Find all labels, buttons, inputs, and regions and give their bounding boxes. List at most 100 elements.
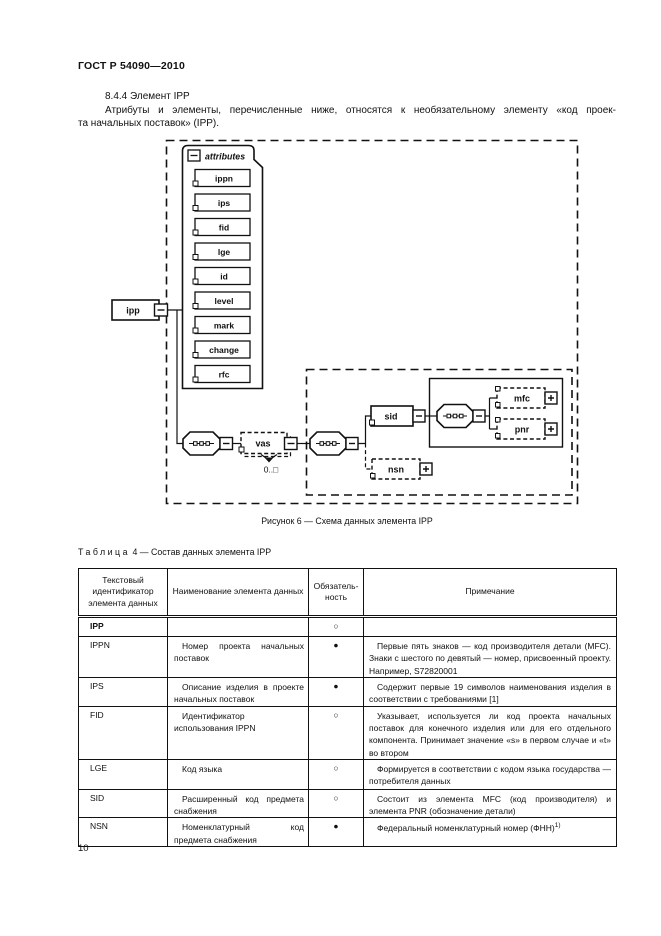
expand-plus-icon bbox=[419, 462, 433, 476]
attribute-box-id: id bbox=[192, 266, 251, 286]
attribute-box-fid: fid bbox=[192, 217, 251, 237]
col-header-name: Наименование элемента данных bbox=[167, 568, 309, 618]
cell-mandatory: ● bbox=[308, 636, 364, 678]
cell-name: Номер проекта начальных поставок bbox=[167, 636, 309, 678]
footnote-marker: 1) bbox=[554, 822, 561, 830]
col-header-id: Текстовый идентификатор элемента данных bbox=[78, 568, 168, 618]
element-box-pnr: pnr bbox=[495, 417, 558, 440]
svg-text:level: level bbox=[215, 296, 234, 306]
cell-note: Содержит первые 19 символов наименования… bbox=[363, 676, 617, 707]
outer-dashed-container bbox=[165, 139, 579, 505]
col-header-mandatory: Обязатель­ность bbox=[308, 568, 364, 618]
cell-note: Федеральный номенклатурный номер (ФНН)1) bbox=[363, 817, 617, 847]
table-row-ippn: IPPN Номер проекта начальных поставок ● … bbox=[78, 636, 617, 678]
branch-line-sid bbox=[358, 415, 371, 445]
cell-mandatory: ● bbox=[308, 676, 364, 707]
expand-plus-icon bbox=[544, 391, 558, 405]
table-title-word: Таблица bbox=[78, 547, 130, 557]
collapse-minus-icon bbox=[283, 436, 298, 451]
attribute-box-mark: mark bbox=[192, 315, 251, 335]
mfc-pnr-container bbox=[428, 377, 564, 448]
expand-plus-icon bbox=[544, 422, 558, 436]
cell-name: Описание изделия в проекте начальных пос… bbox=[167, 676, 309, 707]
cell-id: SID bbox=[78, 788, 168, 819]
table-row-lge: LGE Код языка ○ Формируется в соответств… bbox=[78, 758, 617, 790]
page-number: 10 bbox=[78, 843, 89, 854]
vas-multiplicity: 0..□ bbox=[264, 465, 279, 475]
attribute-box-ips: ips bbox=[192, 193, 251, 212]
branch-line-nsn bbox=[364, 443, 372, 470]
svg-text:rfc: rfc bbox=[219, 370, 230, 380]
svg-text:change: change bbox=[209, 345, 239, 355]
element-icon bbox=[495, 417, 501, 423]
cell-mandatory: ○ bbox=[308, 616, 364, 637]
attributes-title: attributes bbox=[205, 152, 245, 162]
cell-mandatory: ● bbox=[308, 817, 364, 847]
schema-diagram: ipp attributes ippn bbox=[111, 139, 579, 505]
attribute-box-rfc: rfc bbox=[192, 364, 251, 384]
element-box-sid: sid bbox=[369, 405, 426, 427]
table-row-nsn: NSN Номенклатурный код предмета снабжени… bbox=[78, 817, 617, 847]
attribute-box-change: change bbox=[192, 340, 251, 359]
cell-id: IPPN bbox=[78, 636, 168, 678]
sequence-icon bbox=[436, 403, 486, 429]
element-icon bbox=[495, 433, 501, 439]
attributes-panel: attributes ippn ips fid bbox=[181, 144, 264, 390]
element-box-mfc: mfc bbox=[495, 386, 558, 409]
table-title: Таблица 4 — Состав данных элемента IPP bbox=[78, 547, 271, 557]
attribute-icon bbox=[192, 303, 199, 309]
data-table: Текстовый идентификатор элемента данных … bbox=[78, 568, 617, 847]
cell-name: Идентификатор использования IPPN bbox=[167, 705, 309, 760]
cell-mandatory: ○ bbox=[308, 788, 364, 819]
element-box-ipp: ipp bbox=[111, 299, 169, 321]
element-icon bbox=[495, 386, 501, 392]
mfc-label: mfc bbox=[514, 394, 530, 404]
sid-label: sid bbox=[384, 412, 397, 422]
data-table-wrapper: Текстовый идентификатор элемента данных … bbox=[78, 568, 617, 847]
cell-id: NSN bbox=[78, 817, 168, 847]
attribute-box-ippn: ippn bbox=[192, 168, 251, 188]
sequence-icon bbox=[182, 431, 234, 456]
attribute-icon bbox=[192, 229, 199, 236]
cell-name: Код языка bbox=[167, 758, 309, 790]
collapse-minus-icon bbox=[412, 409, 426, 423]
svg-text:id: id bbox=[220, 272, 228, 282]
element-box-vas: vas 0..□ bbox=[238, 431, 298, 475]
branch-lines-mfc-pnr bbox=[485, 397, 497, 430]
col-header-note: Примечание bbox=[363, 568, 617, 618]
element-icon bbox=[495, 402, 501, 408]
attribute-box-level: level bbox=[192, 291, 251, 310]
ipp-connector-lines bbox=[167, 309, 183, 445]
cell-note: Состоит из элемента MFC (код производите… bbox=[363, 788, 617, 819]
figure-caption: Рисунок 6 — Схема данных элемента IPP bbox=[261, 516, 433, 526]
section-title: 8.4.4 Элемент IPP bbox=[105, 91, 190, 102]
attribute-icon bbox=[192, 327, 199, 334]
cell-id: IPS bbox=[78, 676, 168, 707]
attribute-icon bbox=[192, 205, 199, 211]
vas-label: vas bbox=[255, 439, 270, 449]
document-header: ГОСТ Р 54090—2010 bbox=[78, 60, 186, 72]
element-icon bbox=[238, 446, 245, 453]
pnr-label: pnr bbox=[515, 425, 530, 435]
collapse-minus-icon bbox=[187, 149, 201, 162]
nsn-label: nsn bbox=[388, 465, 404, 475]
attribute-icon bbox=[192, 254, 199, 260]
cell-mandatory: ○ bbox=[308, 758, 364, 790]
cell-name: Расширенный код предмета снабжения bbox=[167, 788, 309, 819]
cell-note: Первые пять знаков — код производителя д… bbox=[363, 636, 617, 678]
element-box-nsn: nsn bbox=[370, 458, 433, 480]
table-title-rest: 4 — Состав данных элемента IPP bbox=[132, 547, 272, 557]
table-row-ipp: IPP ○ bbox=[78, 616, 617, 637]
element-icon bbox=[370, 473, 376, 479]
svg-text:lge: lge bbox=[218, 247, 231, 257]
ipp-label: ipp bbox=[126, 306, 140, 316]
svg-text:mark: mark bbox=[214, 321, 235, 331]
intro-paragraph-line2: та начальных поставок» (IPP). bbox=[78, 117, 220, 129]
attribute-icon bbox=[192, 352, 199, 358]
element-icon bbox=[369, 419, 375, 426]
table-header-row: Текстовый идентификатор элемента данных … bbox=[78, 568, 617, 618]
table-row-fid: FID Идентификатор использования IPPN ○ У… bbox=[78, 705, 617, 760]
multiplicity-arrow bbox=[264, 457, 274, 463]
attribute-icon bbox=[192, 180, 199, 187]
